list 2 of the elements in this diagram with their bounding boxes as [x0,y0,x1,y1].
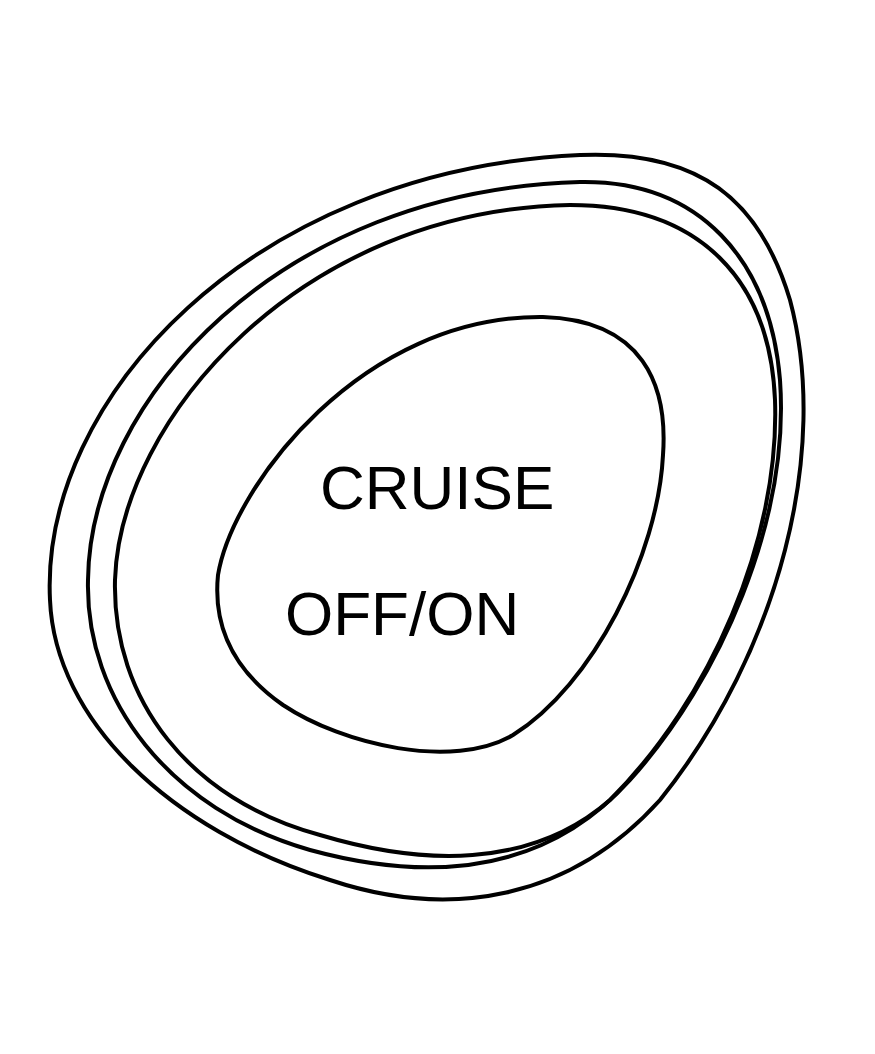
button-label: OFF/ON [285,583,520,645]
button-label: CRUISE [320,457,555,519]
